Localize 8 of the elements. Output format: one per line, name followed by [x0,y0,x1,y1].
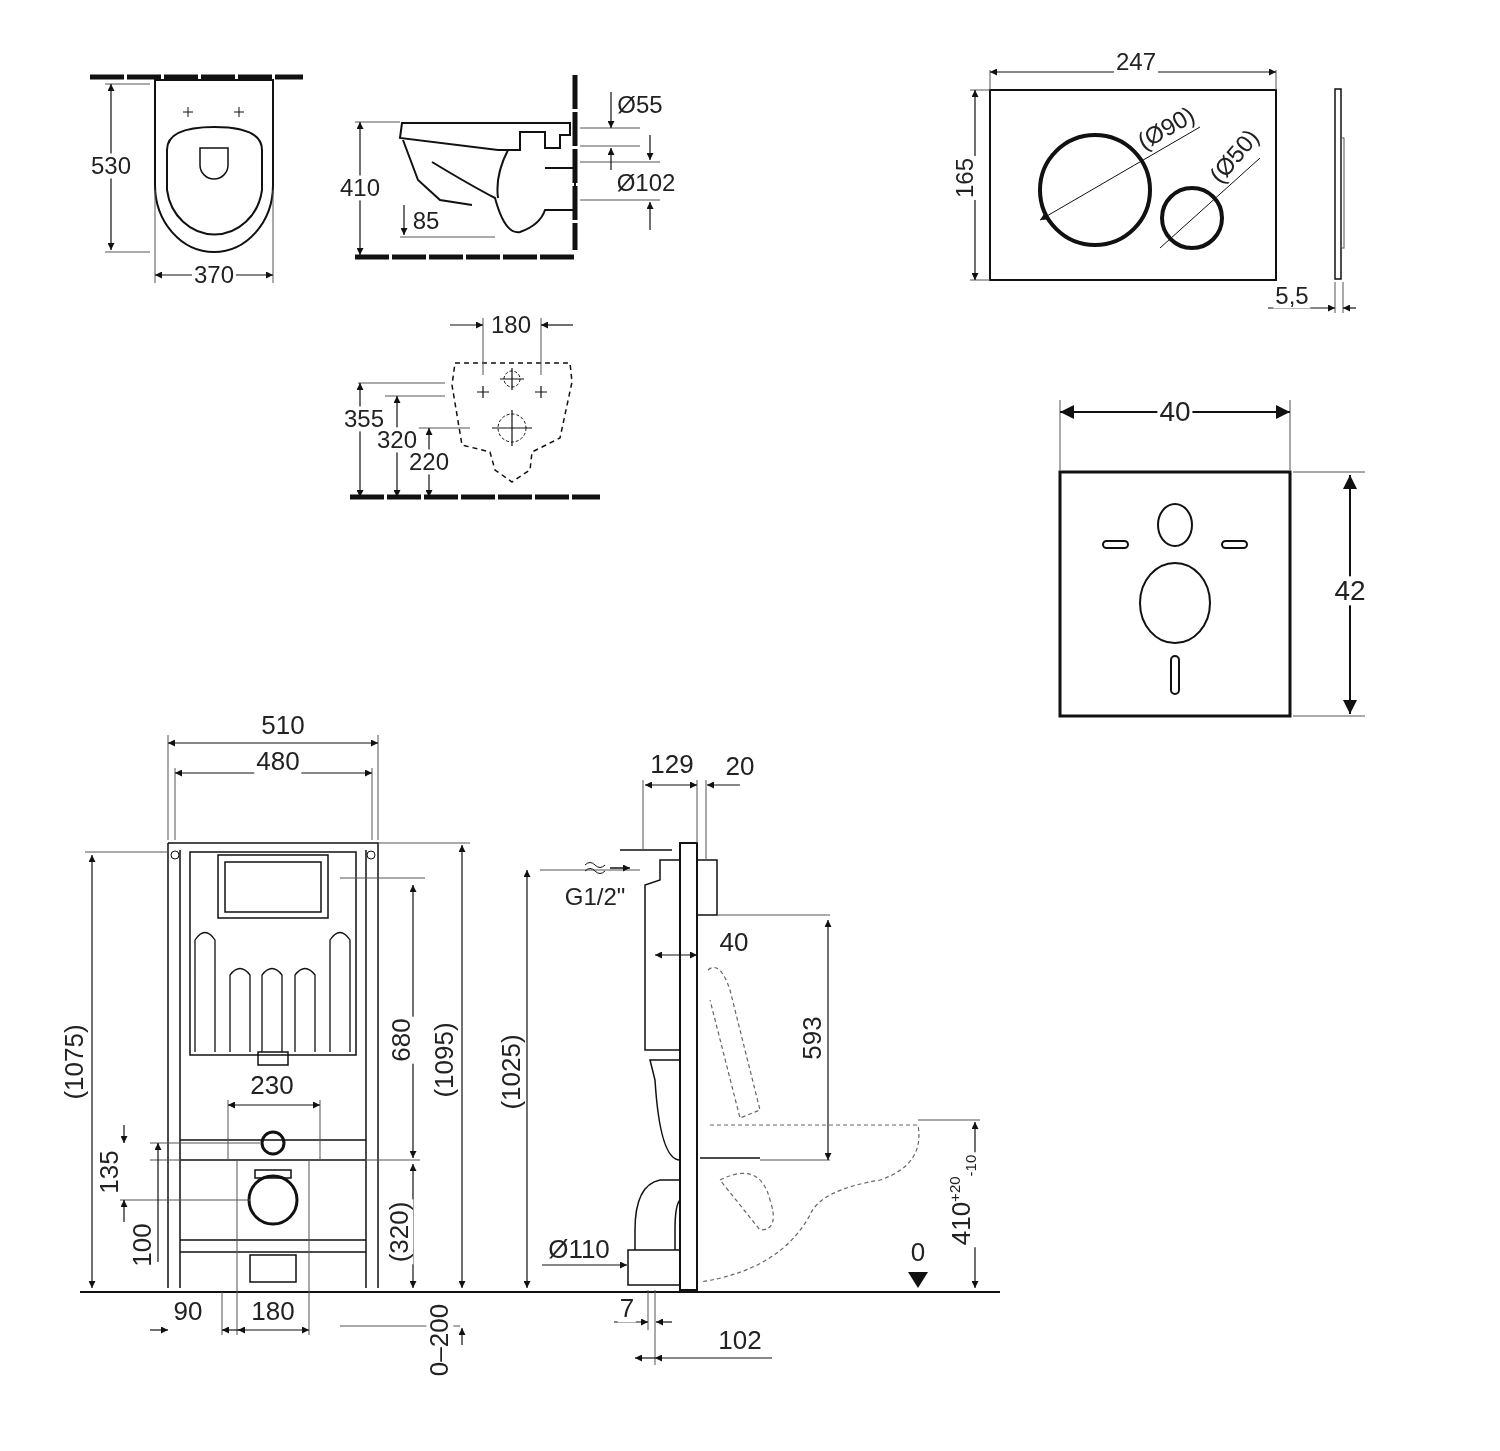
dimension-label: 530 [89,153,133,179]
dimension-label: 0–200 [426,1301,454,1379]
dimension-label: 410 [338,175,382,201]
dimension-label: 220 [407,449,451,475]
dimension-label: 355 [342,406,386,432]
dimension-label: 42 [1332,576,1368,606]
dimension-label: (320) [386,1199,414,1265]
dimension-label: 320 [375,427,419,453]
